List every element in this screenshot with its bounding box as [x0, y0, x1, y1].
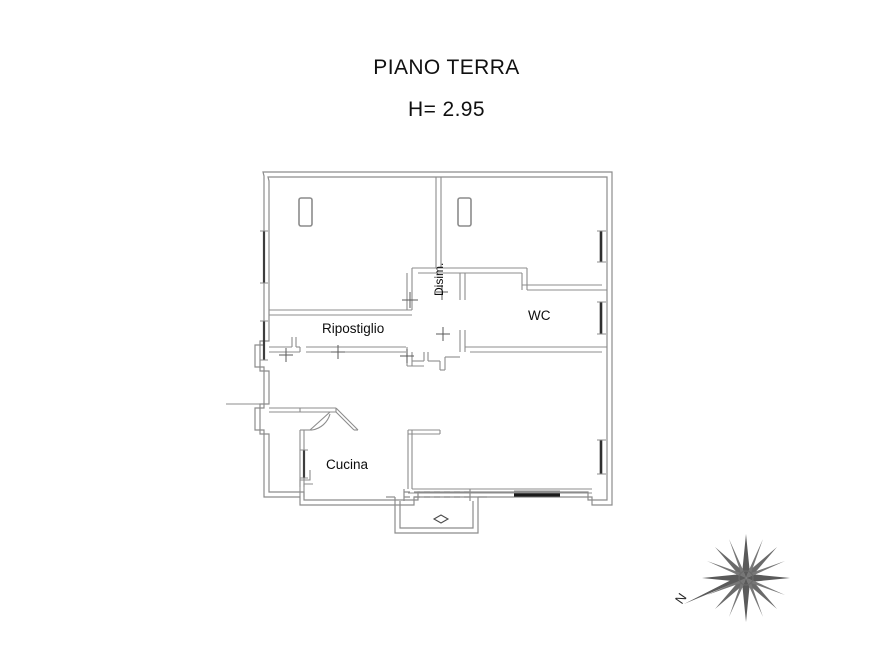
compass-rose-icon — [684, 534, 790, 622]
balcony — [386, 489, 487, 534]
niche-kitchen-left — [299, 470, 313, 487]
outer-walls — [254, 171, 613, 506]
door-swing-kitchen — [309, 411, 331, 431]
window-openings-right — [597, 230, 606, 475]
title-block: PIANO TERRA H= 2.95 — [0, 54, 893, 124]
interior-walls — [226, 177, 607, 497]
room-label-disimpegno: Disim. — [432, 262, 446, 296]
room-label-wc: WC — [528, 308, 551, 323]
door-opening-markers — [279, 285, 450, 363]
column-rectangle-right-icon — [457, 197, 472, 227]
room-label-ripostiglio: Ripostiglio — [322, 321, 385, 336]
page-title: PIANO TERRA — [373, 56, 520, 79]
bottom-window — [514, 490, 560, 497]
room-label-cucina: Cucina — [326, 457, 369, 472]
diamond-marker-icon — [432, 514, 450, 524]
column-rectangle-left-icon — [298, 197, 313, 227]
window-openings-left — [260, 230, 308, 479]
ceiling-height-note: H= 2.95 — [408, 98, 485, 121]
